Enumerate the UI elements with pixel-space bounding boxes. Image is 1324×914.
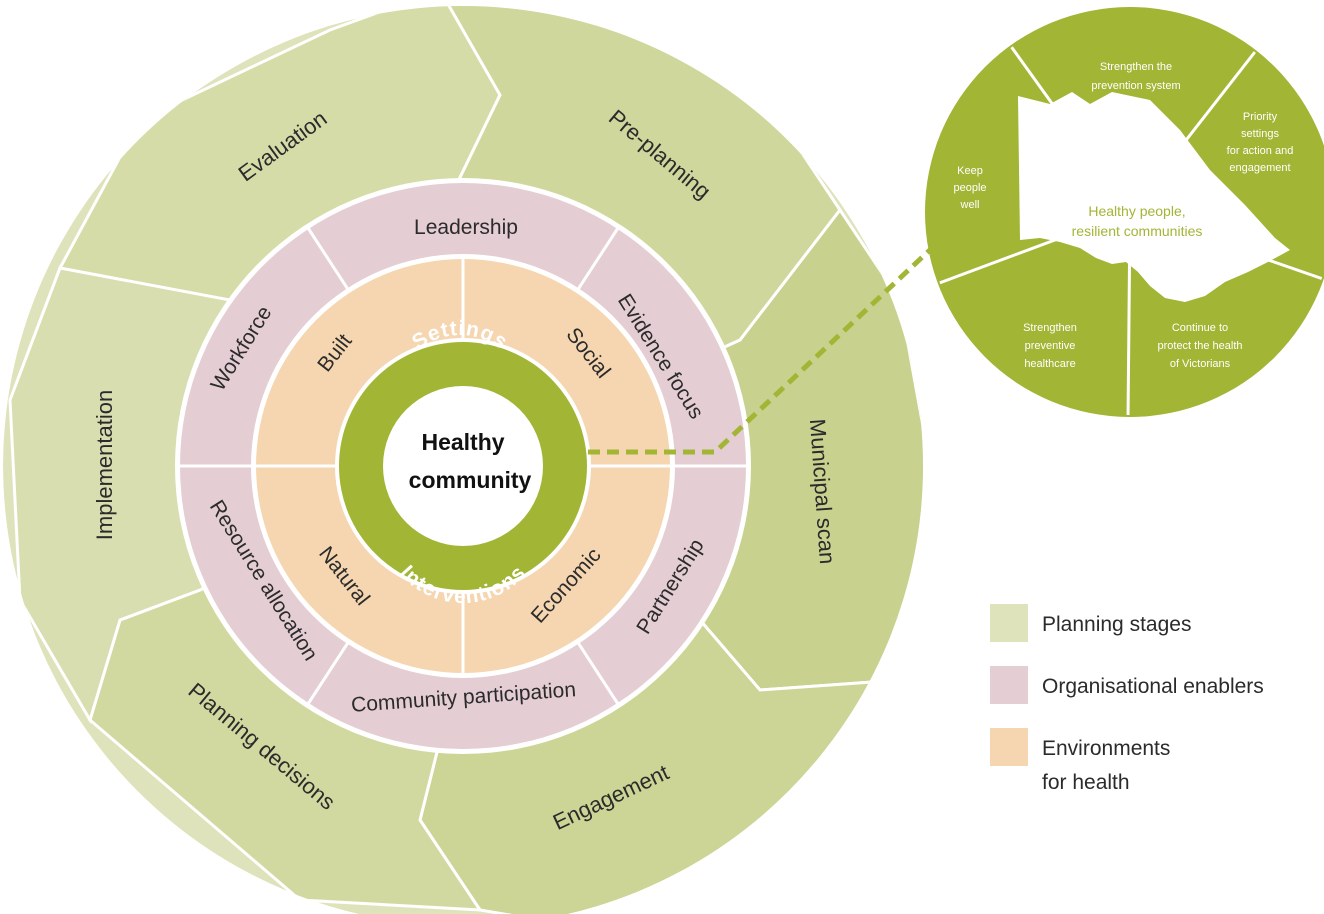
- victoria-map-shape: [1018, 92, 1290, 302]
- connector-dashed-line: [588, 246, 934, 455]
- mini-left-line3: well: [960, 199, 980, 211]
- mini-top-line2: prevention system: [1091, 80, 1180, 92]
- mini-bottom-left-line2: preventive: [1025, 340, 1076, 352]
- center-title-line2: community: [409, 467, 532, 493]
- mini-top-line1: Strengthen the: [1100, 61, 1172, 73]
- mini-right-line1: Priority: [1243, 111, 1278, 123]
- mini-right-line4: engagement: [1229, 162, 1290, 174]
- center-title-line1: Healthy: [421, 429, 504, 455]
- mini-plan-circle: Healthy people, resilient communities St…: [925, 7, 1324, 417]
- legend-label-organisational-enablers: Organisational enablers: [1042, 675, 1264, 698]
- center-circle: [383, 386, 543, 546]
- mini-left-line1: Keep: [957, 165, 983, 177]
- legend-swatch-planning-stages: [990, 604, 1028, 642]
- enabler-label-leadership: Leadership: [414, 216, 518, 239]
- legend-label-environments-line1: Environments: [1042, 737, 1171, 760]
- mini-bottom-right-line1: Continue to: [1172, 322, 1228, 334]
- legend-label-environments-line2: for health: [1042, 771, 1130, 794]
- mini-bottom-right-line3: of Victorians: [1170, 358, 1231, 370]
- mini-center-line2: resilient communities: [1072, 223, 1203, 239]
- mini-bottom-left-line3: healthcare: [1024, 358, 1075, 370]
- mini-bottom-left-line1: Strengthen: [1023, 322, 1077, 334]
- legend-label-planning-stages: Planning stages: [1042, 613, 1192, 636]
- mini-center-line1: Healthy people,: [1088, 203, 1185, 219]
- mini-right-line2: settings: [1241, 128, 1279, 140]
- legend-swatch-organisational-enablers: [990, 666, 1028, 704]
- mini-right-line3: for action and: [1227, 145, 1294, 157]
- legend-swatch-environments: [990, 728, 1028, 766]
- mini-left-line2: people: [953, 182, 986, 194]
- stage-label-implementation: Implementation: [92, 390, 117, 540]
- mini-bottom-right-line2: protect the health: [1157, 340, 1242, 352]
